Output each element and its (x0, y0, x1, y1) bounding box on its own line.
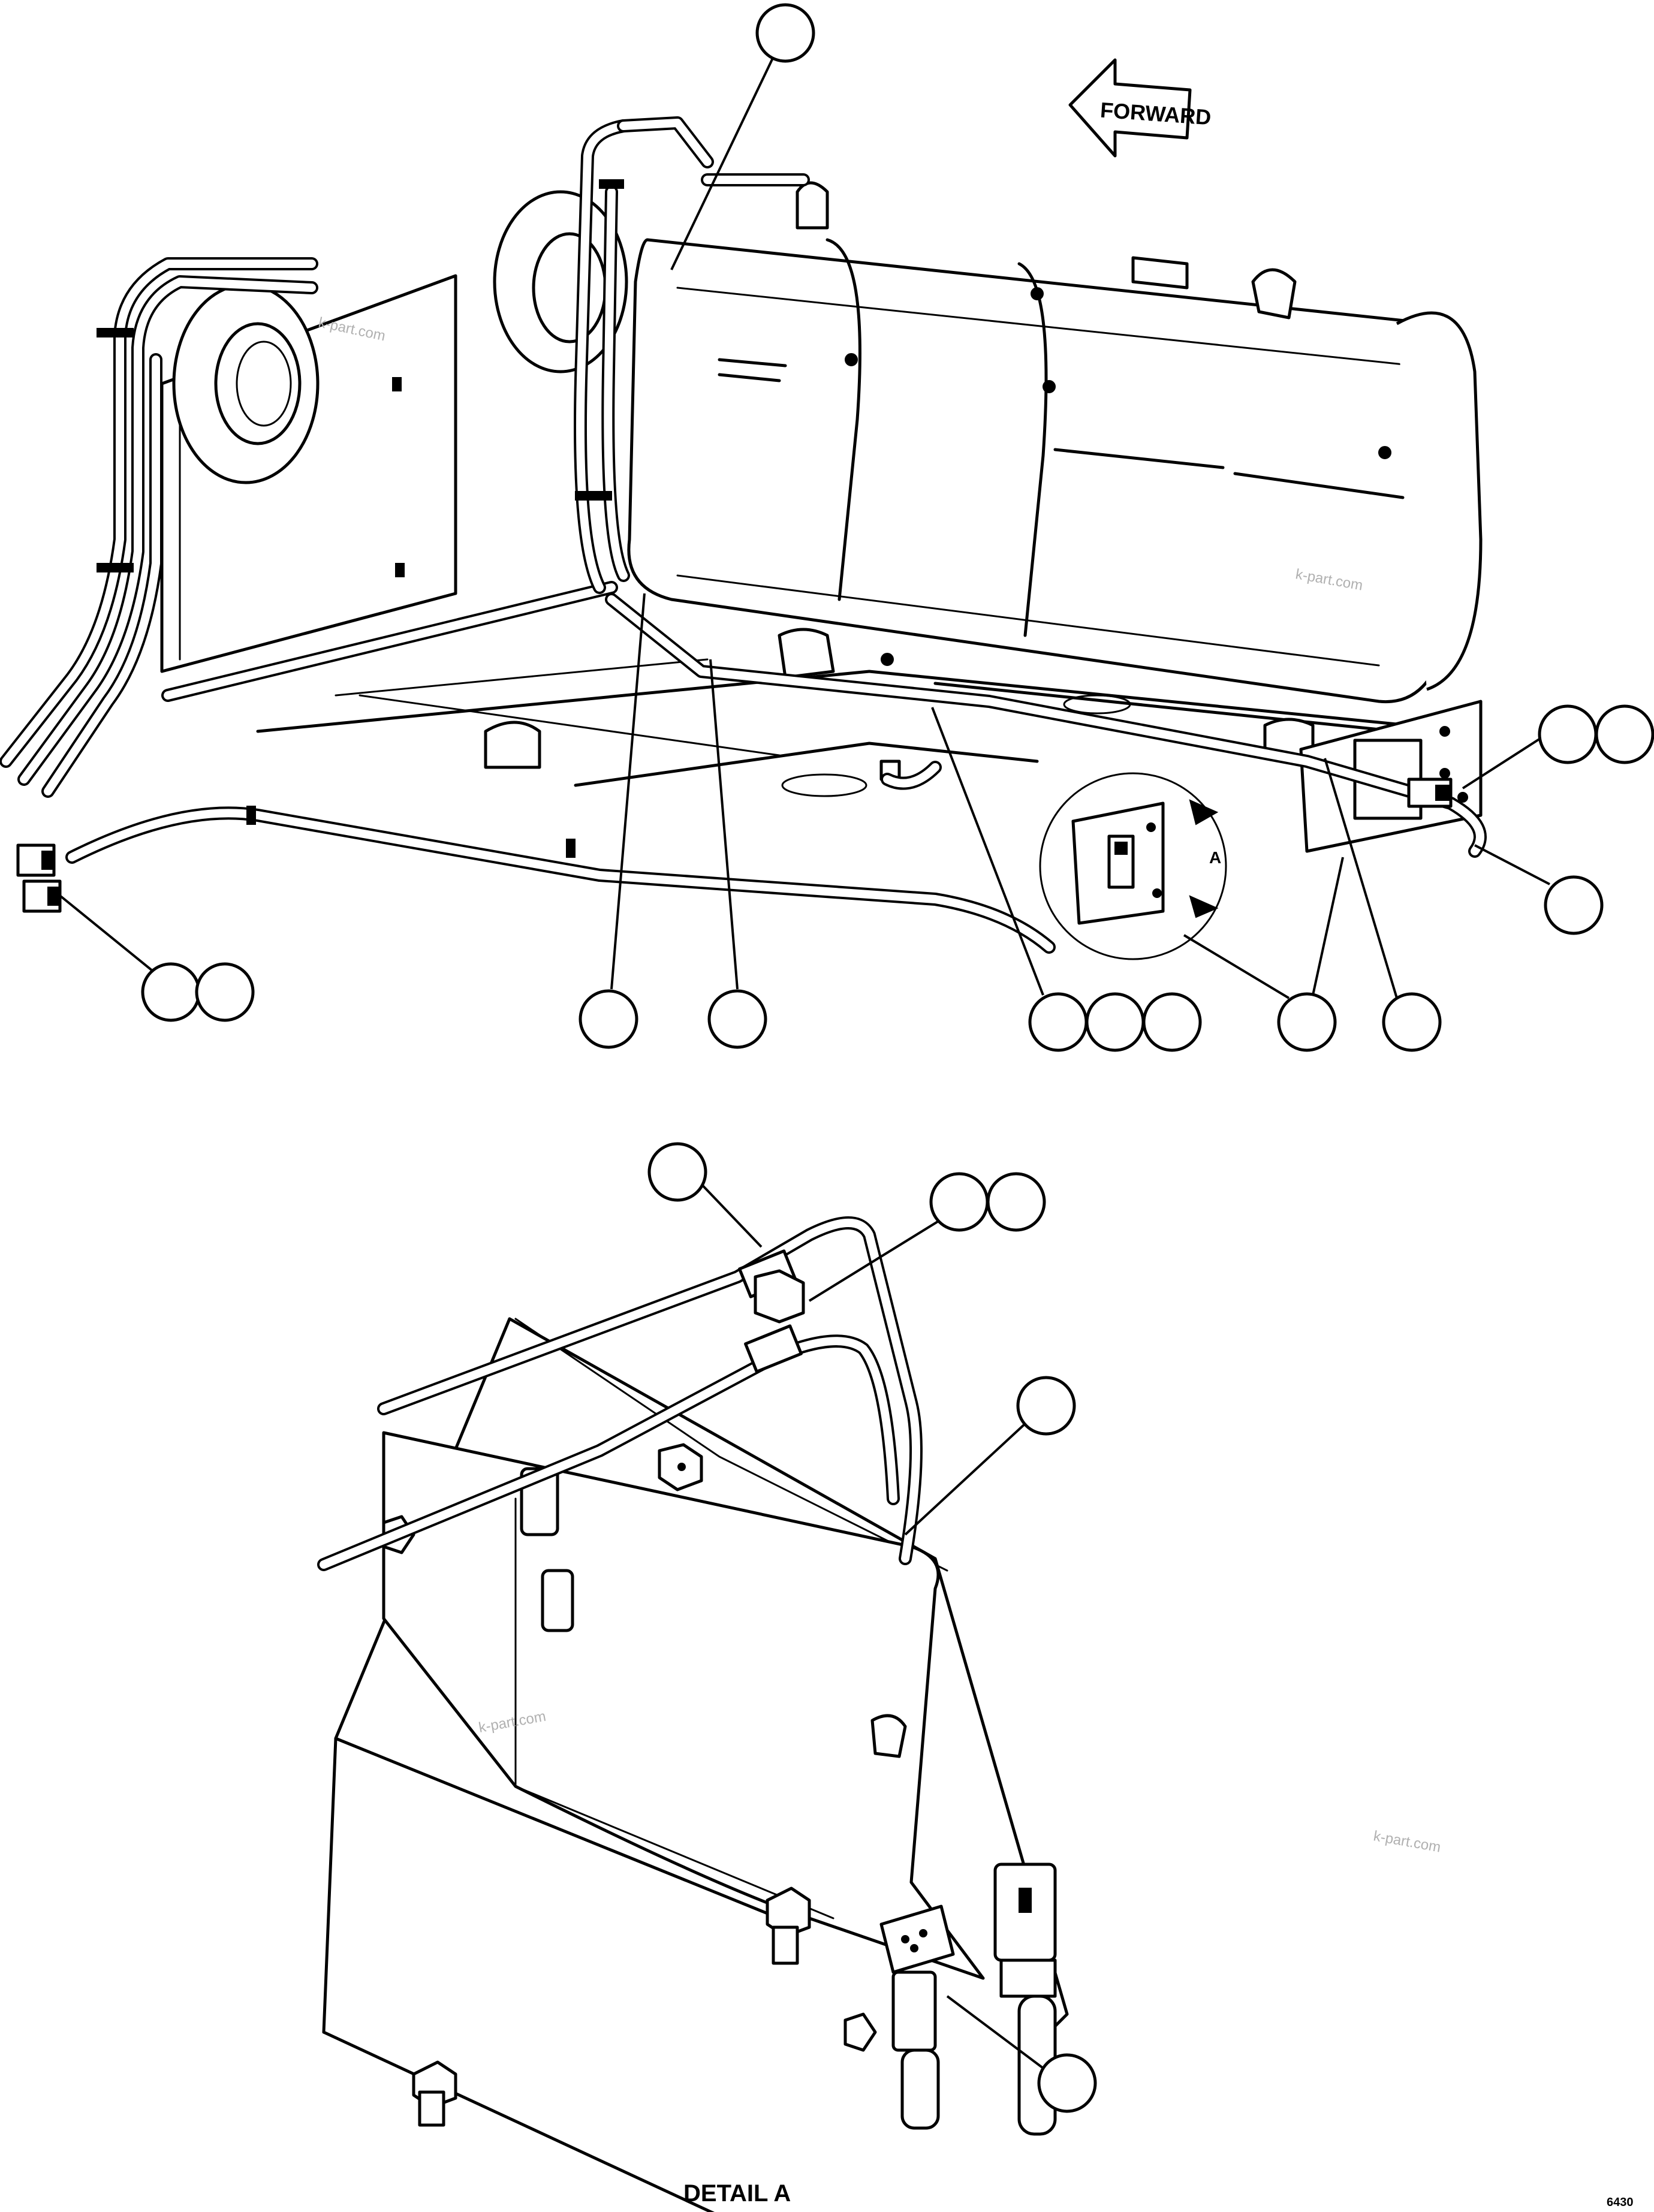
callout-marker (1544, 875, 1604, 935)
right-harness-connector (1407, 777, 1453, 808)
left-harness-connector (16, 843, 62, 913)
callout-marker (1538, 704, 1598, 764)
watermark-text: k-part.com (317, 314, 387, 344)
callout-marker (647, 1142, 707, 1202)
detail-temperature-sensor-connector (879, 1904, 955, 2130)
left-flange (172, 283, 320, 484)
callout-marker (1016, 1376, 1076, 1436)
upper-assembly-view: A (0, 3, 1654, 1052)
figure-code: 6430 (1607, 2196, 1634, 2209)
detail-a-locator: A (1039, 772, 1227, 960)
detail-hex-bolt (658, 1443, 703, 1491)
callout-marker (986, 1172, 1046, 1232)
callout-markers-detail (647, 1142, 1097, 2113)
aftertreatment-canister (627, 181, 1483, 704)
callout-marker (1277, 992, 1337, 1052)
forward-direction-arrow: FORWARD (1068, 58, 1212, 158)
callout-marker (195, 962, 255, 1022)
callout-marker (1028, 992, 1088, 1052)
callout-markers-main (141, 3, 1654, 1052)
detail-harness-tubes (317, 1216, 923, 1571)
detail-hex-bolt (766, 1886, 811, 1965)
detail-sensor-bracket (382, 1431, 985, 1980)
callout-marker (579, 989, 638, 1049)
wiring-harness (0, 116, 1487, 954)
callout-marker (141, 962, 201, 1022)
callout-marker (929, 1172, 989, 1232)
callout-marker (755, 3, 815, 63)
callout-marker (1037, 2053, 1097, 2113)
callout-marker (1085, 992, 1145, 1052)
callout-marker (1595, 704, 1654, 764)
detail-caption: DETAIL A (683, 2180, 791, 2207)
callout-marker (707, 989, 767, 1049)
callout-marker (1382, 992, 1442, 1052)
callout-marker (1142, 992, 1202, 1052)
detail-a-view: k-part.com k-part.com DETAIL A 6430 (317, 1142, 1634, 2212)
left-frame-plate (160, 274, 457, 673)
detail-hex-bolt (412, 2060, 457, 2127)
detail-clip-bolt (754, 1269, 805, 1324)
detail-a-letter: A (1209, 848, 1221, 867)
watermark-text: k-part.com (1372, 1828, 1442, 1855)
